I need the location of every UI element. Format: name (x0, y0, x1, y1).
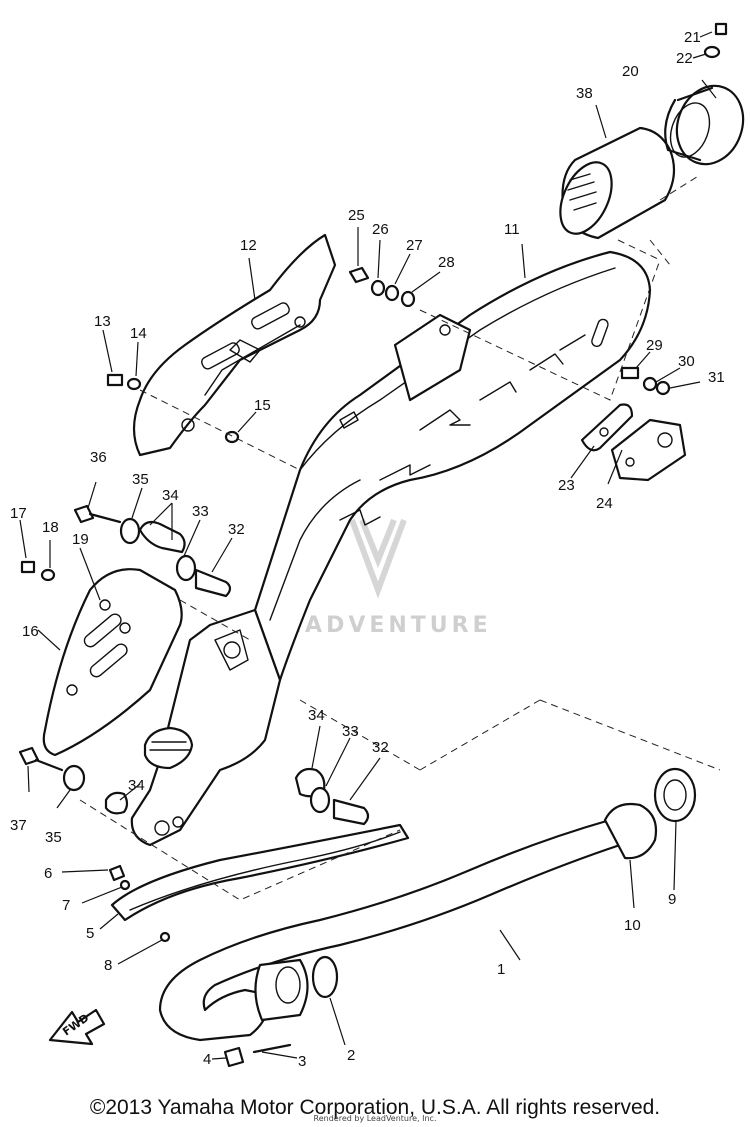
callout-18: 18 (42, 519, 59, 536)
callout-2: 2 (347, 1047, 355, 1064)
callout-14: 14 (130, 325, 147, 342)
callout-13: 13 (94, 313, 111, 330)
callout-38: 38 (576, 85, 593, 102)
rendered-by-text: Rendered by LeadVenture, Inc. (313, 1114, 437, 1123)
callout-35-lower: 35 (45, 829, 62, 846)
heat-guard-12 (132, 233, 337, 457)
callout-25: 25 (348, 207, 365, 224)
callout-31: 31 (708, 369, 725, 386)
callout-30: 30 (678, 353, 695, 370)
callout-22: 22 (676, 50, 693, 67)
callout-1: 1 (497, 961, 505, 978)
muffler-11 (253, 250, 652, 682)
callout-37: 37 (10, 817, 27, 834)
callout-32-right: 32 (372, 739, 389, 756)
callout-27: 27 (406, 237, 423, 254)
callout-26: 26 (372, 221, 389, 238)
callout-7: 7 (62, 897, 70, 914)
callout-17: 17 (10, 505, 27, 522)
callout-6: 6 (44, 865, 52, 882)
callout-10: 10 (624, 917, 641, 934)
callout-16: 16 (22, 623, 39, 640)
callout-20: 20 (622, 63, 639, 80)
callout-24: 24 (596, 495, 613, 512)
callout-11: 11 (504, 221, 520, 238)
watermark: LEADVENTURE (268, 518, 492, 638)
callout-9: 9 (668, 891, 676, 908)
callout-33-right: 33 (342, 723, 359, 740)
callout-29: 29 (646, 337, 663, 354)
leader-lines (19, 227, 701, 1060)
callout-34-right: 34 (308, 707, 325, 724)
callout-33: 33 (192, 503, 209, 520)
watermark-text: LEADVENTURE (268, 613, 492, 638)
exhaust-pipe-1 (108, 767, 697, 1068)
callout-labels: 1 2 3 4 5 6 7 8 9 10 11 12 13 14 15 16 1… (10, 29, 725, 1070)
callout-35: 35 (132, 471, 149, 488)
callout-34-front: 34 (128, 777, 145, 794)
callout-4: 4 (203, 1051, 211, 1068)
cover-16 (42, 568, 183, 757)
callout-32: 32 (228, 521, 245, 538)
end-cap-assembly (559, 22, 745, 261)
callout-21: 21 (684, 29, 701, 46)
copyright-text: ©2013 Yamaha Motor Corporation, U.S.A. A… (89, 1096, 661, 1119)
callout-12: 12 (240, 237, 257, 254)
callout-28: 28 (438, 254, 455, 271)
callout-3: 3 (298, 1053, 306, 1070)
bracket-23-24 (580, 403, 687, 482)
front-section (130, 608, 282, 847)
fwd-arrow-icon: FWD (48, 1008, 106, 1046)
callout-34: 34 (162, 487, 179, 504)
callout-19: 19 (72, 531, 89, 548)
callout-8: 8 (104, 957, 112, 974)
callout-23: 23 (558, 477, 575, 494)
callout-36: 36 (90, 449, 107, 466)
callout-15: 15 (254, 397, 271, 414)
assembly-lines (79, 239, 721, 901)
callout-5: 5 (86, 925, 94, 942)
hardware (18, 266, 671, 826)
